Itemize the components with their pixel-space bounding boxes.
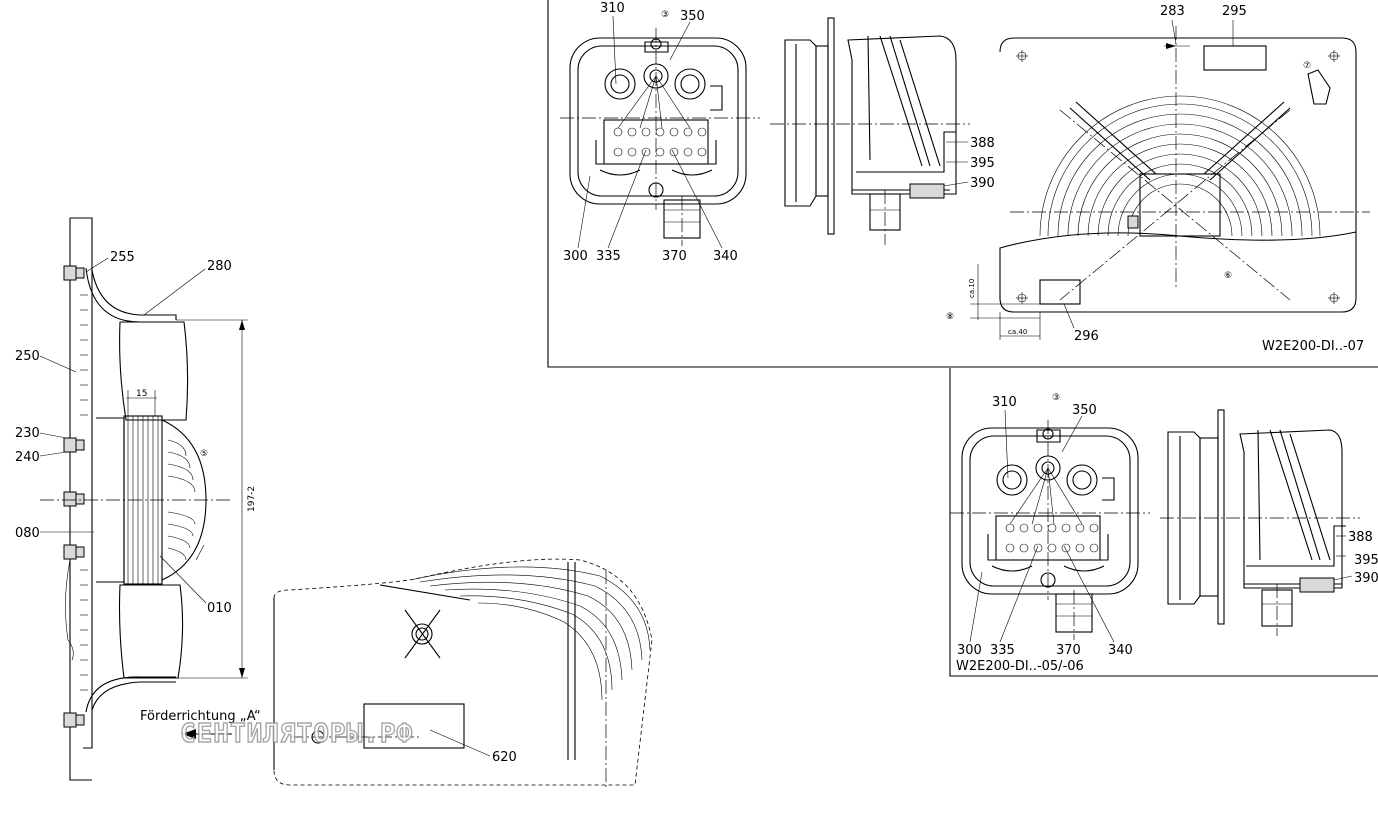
model-0506-label: W2E200-DI..-05/-06 [956,659,1084,674]
callout-255: 255 [110,250,135,265]
terminal-box-side-2: 388 395 390 [1160,409,1378,636]
terminal-box-front-1: 310 ③ 350 300 335 370 340 [560,1,760,264]
callout-080: 080 [15,526,40,541]
t2-callout-310: 310 [992,395,1017,410]
left-callouts: 255 280 250 230 240 080 010 [15,250,232,616]
mark-5: ⑤ [200,449,208,459]
t2-callout-340: 340 [1108,643,1133,658]
t1-callout-335: 335 [596,249,621,264]
fan-side-view: 197-2 15 ⑤ [40,217,257,781]
watermark: СЕНТИЛЯТОРЫ.РФ [180,719,413,749]
model-07-label: W2E200-DI..-07 [1262,339,1364,354]
frame-top-right [547,0,1378,368]
dim-ca40: ca.40 [1008,328,1027,336]
flow-label: Förderrichtung „A“ [140,709,261,724]
t2-callout-300: 300 [957,643,982,658]
s2-callout-395: 395 [1354,553,1378,568]
t2-mark-3: ③ [1052,393,1060,403]
callout-240: 240 [15,450,40,465]
dim-15: 15 [136,389,147,399]
t1-callout-370: 370 [662,249,687,264]
callout-250: 250 [15,349,40,364]
flow-direction: Förderrichtung „A“ [140,709,261,739]
grille-view: ⑦ ⑥ ⑧ 283 295 296 ca.10 ca.40 W2E200-DI.… [946,4,1370,354]
callout-283: 283 [1160,4,1185,19]
mark-7: ⑦ [1303,61,1311,71]
dim-197: 197-2 [247,486,257,512]
s2-callout-390: 390 [1354,571,1378,586]
callout-620: 620 [492,750,517,765]
t1-mark-3: ③ [661,10,669,20]
callout-010: 010 [207,601,232,616]
s1-callout-395: 395 [970,156,995,171]
t2-callout-335: 335 [990,643,1015,658]
t1-callout-310: 310 [600,1,625,16]
callout-230: 230 [15,426,40,441]
dim-ca10: ca.10 [968,279,976,298]
s1-callout-388: 388 [970,136,995,151]
mark-6: ⑥ [1224,271,1232,281]
t1-callout-300: 300 [563,249,588,264]
t2-callout-350: 350 [1072,403,1097,418]
mark-8: ⑧ [946,312,954,322]
detail-view-620: 620 [273,558,653,790]
callout-296: 296 [1074,329,1099,344]
callout-280: 280 [207,259,232,274]
terminal-box-front-2: 310 ③ 350 300 335 370 340 W2E200-DI..-05… [950,393,1150,674]
t1-callout-350: 350 [680,9,705,24]
frame-bottom-right [949,368,1378,677]
plate-bolts [63,265,85,728]
s2-callout-388: 388 [1348,530,1373,545]
t1-callout-340: 340 [713,249,738,264]
hand-pointer-icon [1307,69,1331,105]
t2-callout-370: 370 [1056,643,1081,658]
callout-295: 295 [1222,4,1247,19]
terminal-box-side-1: 388 395 390 [770,17,995,245]
s1-callout-390: 390 [970,176,995,191]
